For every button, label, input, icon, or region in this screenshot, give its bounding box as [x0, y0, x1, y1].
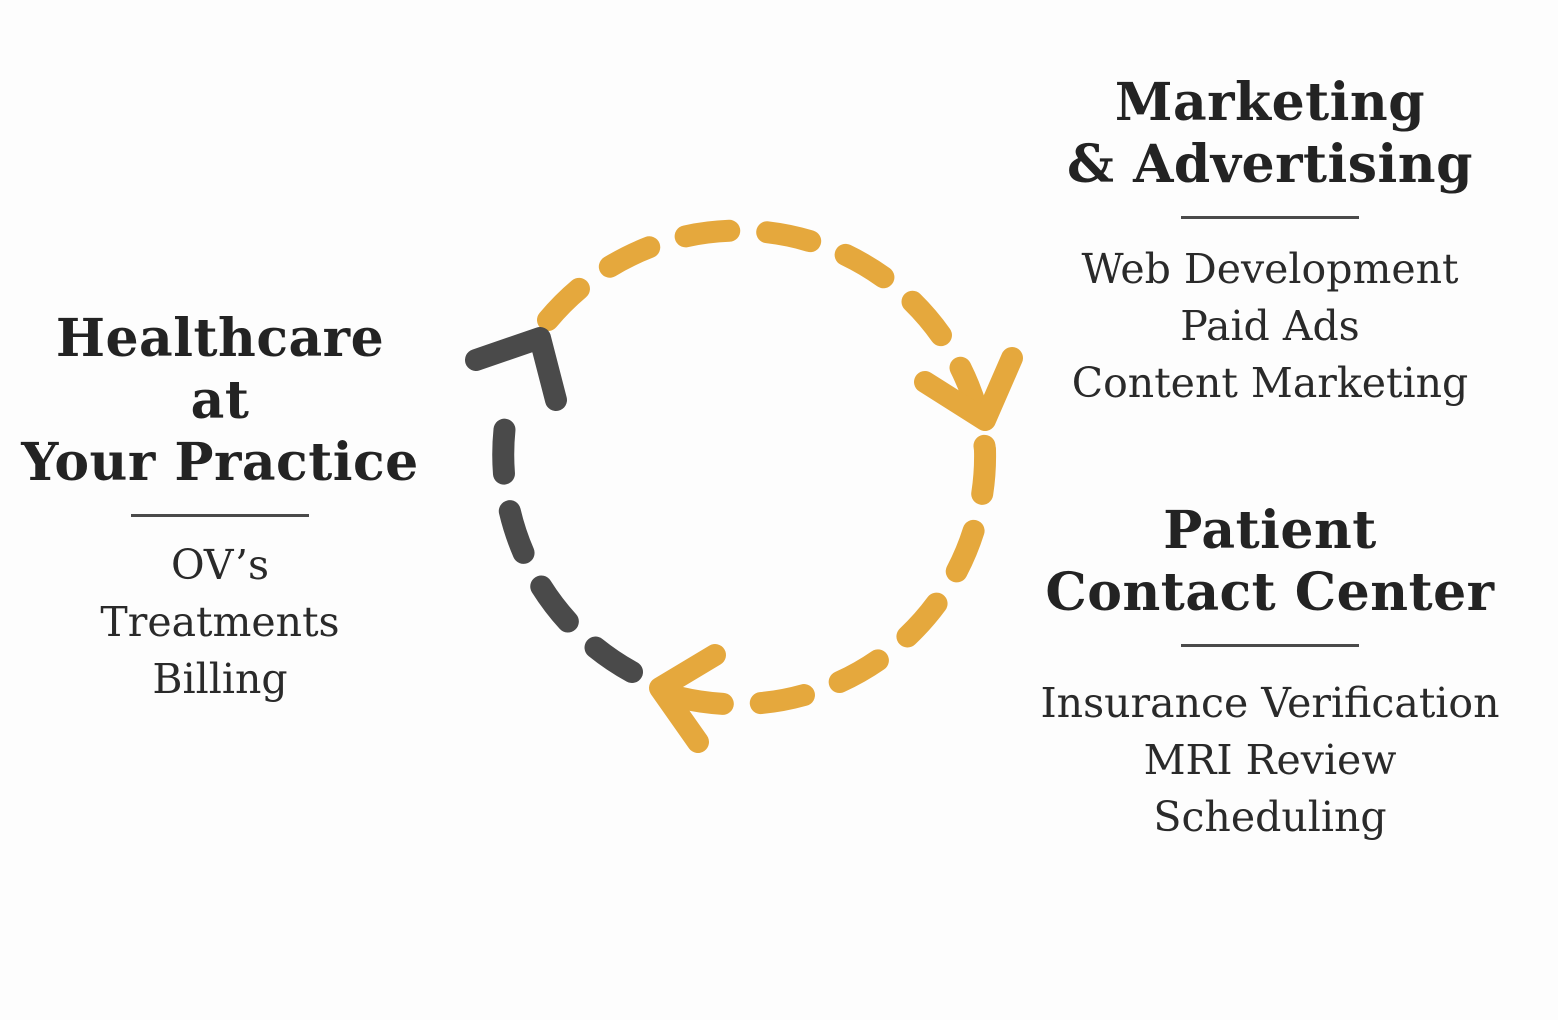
marketing-item: Paid Ads [1180, 302, 1360, 350]
healthcare-divider [131, 514, 309, 517]
marketing-block: Marketing & Advertising Web Development … [1040, 72, 1500, 412]
healthcare-title-line2: Your Practice [21, 432, 419, 493]
patient-title-line1: Patient [1163, 500, 1377, 561]
patient-block: Patient Contact Center Insurance Verific… [1030, 500, 1510, 846]
patient-list: Insurance Verification MRI Review Schedu… [1030, 675, 1510, 846]
cycle-arc-to-marketing [537, 219, 996, 461]
marketing-title-line1: Marketing [1114, 72, 1426, 133]
healthcare-item: Treatments [100, 598, 340, 646]
marketing-title-line2: & Advertising [1067, 134, 1473, 195]
marketing-item: Web Development [1081, 245, 1459, 293]
healthcare-title-line1: Healthcare at [55, 308, 385, 431]
healthcare-list: OV’s Treatments Billing [20, 537, 420, 708]
arrow-head-right-icon [914, 347, 1023, 431]
patient-title: Patient Contact Center [1030, 500, 1510, 624]
healthcare-item: Billing [152, 655, 288, 703]
arrow-head-top-left-icon [465, 327, 567, 411]
marketing-list: Web Development Paid Ads Content Marketi… [1040, 241, 1500, 412]
patient-item: MRI Review [1143, 736, 1397, 784]
healthcare-block: Healthcare at Your Practice OV’s Treatme… [20, 308, 420, 708]
marketing-title: Marketing & Advertising [1040, 72, 1500, 196]
patient-item: Scheduling [1153, 793, 1387, 841]
arrow-head-bottom-icon [649, 644, 726, 753]
marketing-item: Content Marketing [1071, 359, 1469, 407]
healthcare-title: Healthcare at Your Practice [20, 308, 420, 494]
cycle-arc-to-healthcare [492, 414, 643, 683]
patient-item: Insurance Verification [1040, 679, 1500, 727]
healthcare-item: OV’s [170, 541, 270, 589]
patient-divider [1181, 644, 1359, 647]
marketing-divider [1181, 216, 1359, 219]
patient-title-line2: Contact Center [1045, 562, 1495, 623]
